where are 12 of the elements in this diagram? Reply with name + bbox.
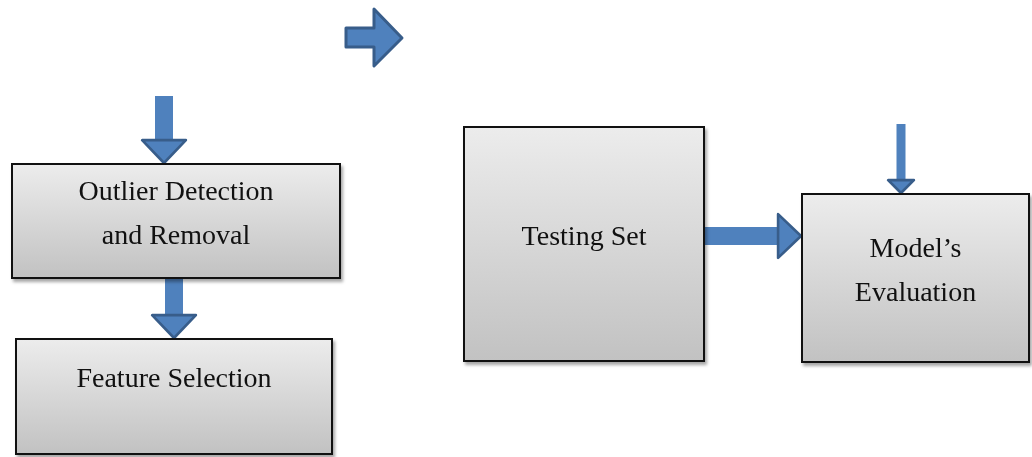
block-arrow [150,279,198,340]
box-label: Outlier Detection and Removal [77,174,275,252]
process-box [11,163,341,279]
block-arrow [886,124,916,195]
box-label: Testing Set [521,219,647,253]
block-arrow [140,96,188,165]
box-label: Model’s Evaluation [853,231,978,309]
process-box [801,193,1030,363]
block-arrow [705,212,803,260]
process-box [463,126,705,362]
process-box [15,338,333,455]
box-label: Feature Selection [76,361,272,395]
